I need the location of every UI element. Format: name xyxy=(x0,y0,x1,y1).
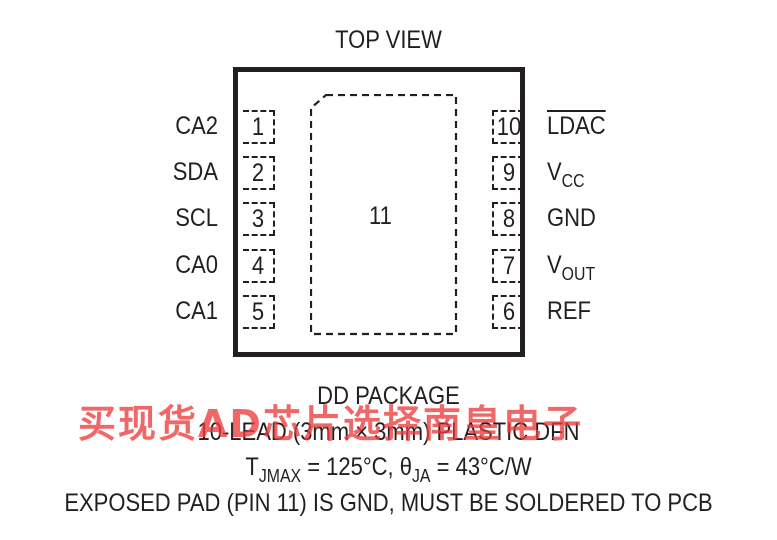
pin-number: 7 xyxy=(502,252,516,280)
theta-value: = 43°C/W xyxy=(430,453,532,481)
pin-number: 8 xyxy=(502,205,516,233)
pin-number: 3 xyxy=(251,205,265,233)
pin-label-main: V xyxy=(547,158,562,186)
pin-3: 3 xyxy=(243,202,275,236)
pin-number: 5 xyxy=(251,298,265,326)
pin-number: 2 xyxy=(251,159,265,187)
pin-label-sda: SDA xyxy=(172,158,218,186)
pin-label-ca1: CA1 xyxy=(175,297,218,325)
package-description: 10-LEAD (3mm × 3mm) PLASTIC DFN xyxy=(197,418,580,446)
pin-5: 5 xyxy=(243,295,275,329)
pin-8: 8 xyxy=(492,202,524,236)
exposed-pad-number: 11 xyxy=(369,202,392,230)
pin-label-ref: REF xyxy=(547,297,591,325)
exposed-pad-note: EXPOSED PAD (PIN 11) IS GND, MUST BE SOL… xyxy=(64,489,713,517)
pin-label-vcc: VCC xyxy=(547,158,585,191)
theta-symbol: θ xyxy=(399,453,413,481)
pin-10: 10 xyxy=(492,110,524,144)
pin-label-main: V xyxy=(547,251,562,279)
thermal-spec: TJMAX = 125°C, θJA = 43°C/W xyxy=(47,453,731,486)
pin-label-ldac: LDAC xyxy=(547,112,606,140)
pin-label-subscript: OUT xyxy=(561,264,596,284)
pin-9: 9 xyxy=(492,156,524,190)
pin-number: 6 xyxy=(502,298,516,326)
pin-label-gnd: GND xyxy=(547,204,596,232)
pin-label-vout: VOUT xyxy=(547,251,595,284)
view-title: TOP VIEW xyxy=(335,26,442,54)
watermark-text: 买现货AD芯片选择南皇电子 xyxy=(78,402,583,446)
pin-1: 1 xyxy=(243,110,275,144)
tj-value: = 125°C, xyxy=(301,453,400,481)
pin-label-subscript: CC xyxy=(561,171,585,191)
pin-number: 4 xyxy=(251,252,265,280)
pin-7: 7 xyxy=(492,249,524,283)
pin-number: 1 xyxy=(251,113,265,141)
pin-number: 10 xyxy=(496,113,522,141)
package-outline xyxy=(233,67,525,357)
tj-subscript: JMAX xyxy=(258,466,302,486)
pin-number: 9 xyxy=(502,159,516,187)
pin-label-ca0: CA0 xyxy=(175,251,218,279)
theta-subscript: JA xyxy=(412,466,431,486)
pin-6: 6 xyxy=(492,295,524,329)
pin-label-ca2: CA2 xyxy=(175,112,218,140)
pin-2: 2 xyxy=(243,156,275,190)
package-name: DD PACKAGE xyxy=(317,382,460,410)
exposed-pad xyxy=(310,94,458,336)
pin-4: 4 xyxy=(243,249,275,283)
tj-symbol: T xyxy=(245,453,259,481)
pin-label-scl: SCL xyxy=(175,204,218,232)
